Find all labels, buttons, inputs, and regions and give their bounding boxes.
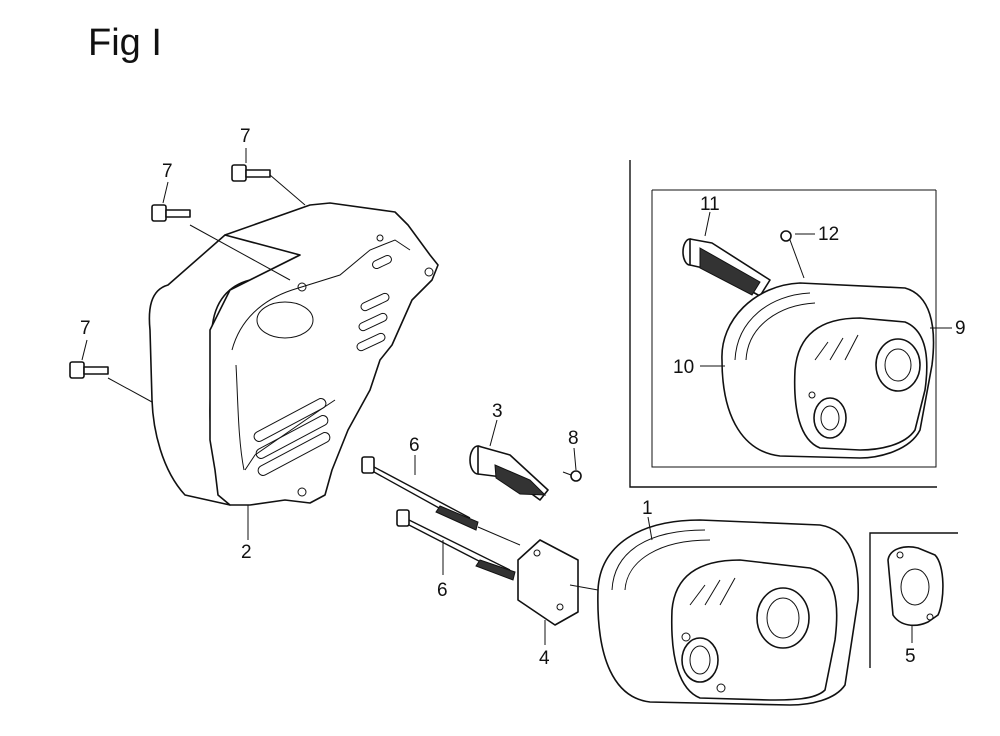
exhaust-gasket-drawing xyxy=(887,546,944,627)
callout-10: 10 xyxy=(673,357,694,378)
spark-arrester-drawing xyxy=(469,445,549,501)
muffler-protector-drawing xyxy=(148,202,439,506)
bolt-top-right-drawing xyxy=(231,164,306,206)
leader-lines xyxy=(81,148,952,645)
screw-arrester-drawing xyxy=(562,470,582,482)
bolt-left-drawing xyxy=(69,361,153,403)
callout-4: 4 xyxy=(539,648,550,669)
bolt-top-left-drawing xyxy=(151,204,291,281)
callout-6-lower: 6 xyxy=(437,580,448,601)
callout-1: 1 xyxy=(642,498,653,519)
figure-title: Fig I xyxy=(88,22,162,64)
callout-3: 3 xyxy=(492,401,503,422)
callout-6-upper: 6 xyxy=(409,435,420,456)
stud-bolt-upper-drawing xyxy=(361,456,479,531)
muffler-drawing xyxy=(597,519,860,706)
callout-7-top-left: 7 xyxy=(162,161,173,182)
callout-11: 11 xyxy=(700,194,720,215)
callout-7-top-right: 7 xyxy=(240,126,251,147)
stud-bolt-lower-drawing xyxy=(396,509,521,581)
kit-screw-drawing xyxy=(780,230,805,279)
callout-12: 12 xyxy=(818,224,839,245)
muffler-gasket-drawing xyxy=(517,539,599,626)
callout-5: 5 xyxy=(905,646,916,667)
callout-labels: 7 7 7 2 3 8 6 6 4 1 11 12 9 10 5 xyxy=(80,126,966,669)
kit-spark-arrester-drawing xyxy=(682,238,771,297)
callout-9: 9 xyxy=(955,318,966,339)
callout-2: 2 xyxy=(241,542,252,563)
gasket-frame xyxy=(869,532,958,668)
callout-8: 8 xyxy=(568,428,579,449)
kit-muffler-drawing xyxy=(721,282,935,459)
callout-7-left: 7 xyxy=(80,318,91,339)
